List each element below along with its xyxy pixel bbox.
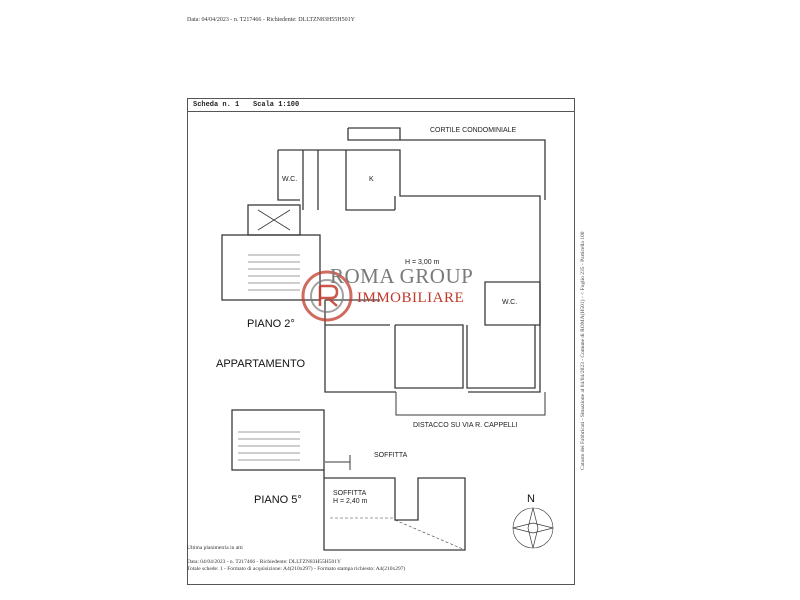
shaft-walls [302, 150, 319, 210]
footer-line-2: Data: 04/04/2023 - n. T217466 - Richiede… [187, 559, 341, 565]
header-line: Data: 04/04/2023 - n. T217466 - Richiede… [187, 17, 355, 23]
watermark-logo [301, 270, 353, 322]
attic-slope-lines [330, 517, 466, 551]
watermark-line-1: ROMA GROUP [330, 264, 474, 288]
label-appartamento: APPARTAMENTO [216, 358, 306, 370]
stair-treads-5 [238, 431, 300, 461]
label-height-main: H = 3,00 m [405, 259, 440, 266]
scheda-label: Scheda n. 1 [193, 101, 240, 109]
label-soffitta-top: SOFFITTA [374, 452, 408, 459]
courtyard-outline [400, 139, 546, 200]
apartment-outer-wall [278, 149, 541, 393]
kitchen-walls [345, 150, 396, 211]
label-piano-5: PIANO 5° [254, 494, 302, 506]
north-label: N [527, 493, 535, 505]
sheet-frame [187, 98, 575, 585]
footer-line-3: Totale schede: 1 - Formato di acquisizio… [187, 566, 406, 572]
bedroom-1 [394, 324, 464, 389]
balcony-rail [395, 392, 546, 416]
label-soffitta-inner: SOFFITTA [333, 490, 367, 497]
stair-core-5 [231, 409, 325, 471]
attic-outline [323, 470, 466, 551]
label-distacco: DISTACCO SU VIA R. CAPPELLI [413, 422, 518, 429]
label-wc-1: W.C. [282, 176, 298, 183]
scala-label: Scala 1:100 [253, 101, 300, 109]
courtyard-step-wall [347, 127, 401, 141]
label-cortile: CORTILE CONDOMINIALE [430, 127, 517, 134]
watermark-line-2: IMMOBILIARE [357, 290, 465, 306]
corridor-walls [325, 299, 390, 326]
label-kitchen: K [369, 176, 374, 183]
compass-star [512, 507, 554, 549]
lift-cross [257, 209, 291, 231]
label-piano-2: PIANO 2° [247, 318, 295, 330]
compass-circle [512, 507, 554, 549]
bathroom-right [484, 281, 541, 326]
stair-core [221, 234, 321, 301]
label-height-attic: H = 2,40 m [333, 498, 368, 505]
label-wc-2: W.C. [502, 299, 518, 306]
bedroom-2 [466, 325, 536, 389]
wc-outer-wall [277, 150, 300, 201]
sheet-header-bar [187, 98, 575, 112]
stair-treads [248, 254, 300, 291]
footer-line-1: Ultima planimetria in atti [187, 545, 243, 551]
side-catasto-text: Catasto dei Fabbricati - Situazione al 0… [580, 231, 586, 471]
attic-access [325, 455, 351, 470]
